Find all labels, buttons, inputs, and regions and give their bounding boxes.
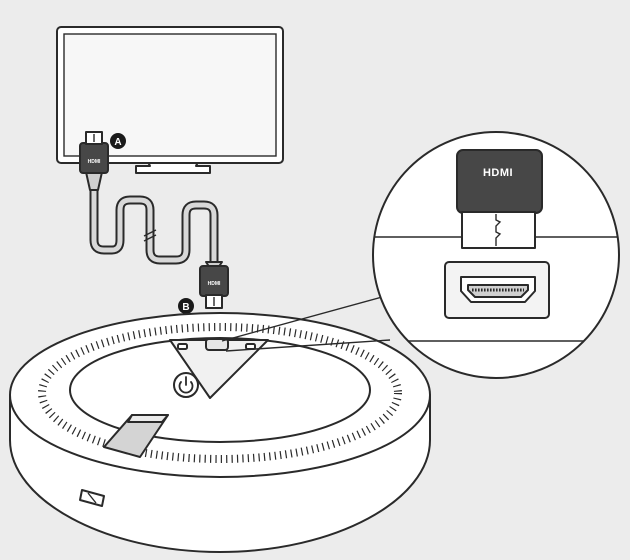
- cable-break-mark: [143, 229, 157, 242]
- device-vent-ring: [38, 323, 402, 463]
- badge-b-label: B: [182, 302, 189, 313]
- hdmi-cable: [89, 185, 219, 267]
- zoom-hdmi-port-inner: [467, 284, 529, 298]
- callout-line-top: [221, 296, 383, 342]
- device-port-hdmi: [205, 338, 229, 351]
- speaker-device: [9, 312, 431, 553]
- hdmi-connector-b: HDMI: [199, 261, 229, 309]
- badge-a-label: A: [114, 137, 121, 148]
- callout-line-bottom: [225, 339, 391, 352]
- connector-a-hdmi-text: HDMI: [88, 159, 101, 165]
- badge-a: A: [110, 133, 126, 149]
- connector-b-hdmi-text: HDMI: [208, 281, 221, 287]
- zoom-connector-metal-tip: [461, 211, 536, 249]
- device-stand-edge: [127, 414, 169, 423]
- device-side-port-inner: [87, 492, 97, 504]
- connector-a-strain-relief: [85, 171, 103, 191]
- hdmi-connector-a: HDMI: [79, 131, 109, 191]
- zoom-detail: HDMI: [372, 131, 620, 379]
- cable-fill: [91, 187, 217, 265]
- device-port-right: [245, 343, 256, 350]
- zoom-connector-hdmi-text: HDMI: [483, 167, 513, 179]
- connector-a-body: [79, 142, 109, 174]
- badge-a-circle: [110, 133, 126, 149]
- zoom-connector-body: [456, 149, 543, 214]
- badge-b: B: [178, 298, 194, 314]
- device-port-left: [177, 343, 188, 350]
- badge-b-circle: [178, 298, 194, 314]
- zoom-circle: [372, 131, 620, 379]
- zoom-connector-tip-notch: [495, 214, 502, 246]
- power-icon: [178, 376, 194, 394]
